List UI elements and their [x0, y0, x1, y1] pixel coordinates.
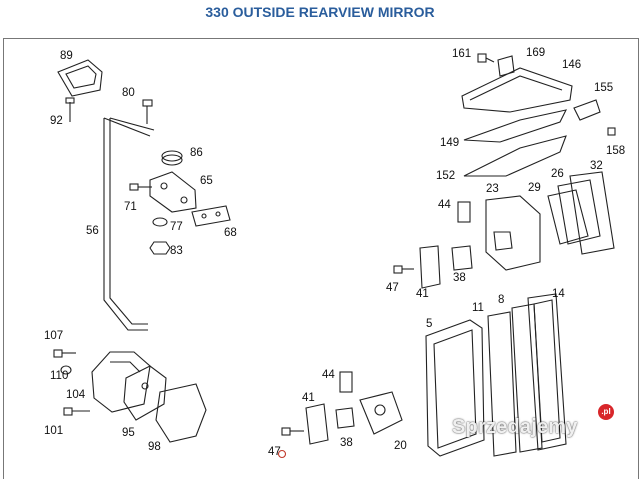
part-20-motor: [359, 391, 403, 435]
part-161-screw: [477, 53, 495, 63]
part-83-nut: [149, 241, 171, 255]
part-47-screw: [393, 265, 414, 274]
part-80-bolt: [142, 99, 153, 124]
part-65-bracket: [149, 171, 197, 213]
diagram-frame: [3, 38, 639, 479]
part-101-screw: [63, 407, 90, 416]
part-169-bracket: [497, 55, 515, 77]
part-5-housing: [425, 319, 485, 457]
part-32-plate: [569, 171, 615, 255]
watermark-badge: .pl: [598, 404, 614, 420]
part-68-plate: [191, 205, 231, 227]
callout-47-lower: 47: [268, 446, 281, 458]
part-77-washer: [152, 217, 168, 227]
part-98-cover: [155, 383, 207, 443]
callout-47-upper: 47: [386, 282, 399, 294]
part-38-clip-lower: [335, 407, 355, 429]
callout-65: 65: [200, 175, 213, 187]
callout-152: 152: [436, 170, 456, 182]
callout-68: 68: [224, 227, 237, 239]
part-44-cylinder-lower: [339, 371, 353, 393]
callout-38-lower: 38: [340, 437, 353, 449]
callout-29: 29: [528, 182, 541, 194]
callout-86: 86: [190, 147, 203, 159]
part-44-cylinder: [457, 201, 471, 223]
callout-26: 26: [551, 168, 564, 180]
part-29-plate: [547, 189, 589, 245]
callout-104: 104: [66, 389, 86, 401]
callout-149: 149: [440, 137, 460, 149]
part-14-frame: [527, 293, 567, 451]
part-8-plate: [511, 303, 543, 453]
part-89-cap: [57, 59, 103, 97]
part-56-rod: [103, 117, 155, 331]
callout-20: 20: [394, 440, 407, 452]
callout-83: 83: [170, 245, 183, 257]
part-41-bracket-lower: [305, 403, 329, 445]
callout-98: 98: [148, 441, 161, 453]
callout-32: 32: [590, 160, 603, 172]
callout-77: 77: [170, 221, 183, 233]
part-92-screw: [65, 97, 75, 122]
part-86-plug: [161, 150, 183, 166]
callout-161: 161: [452, 48, 472, 60]
callout-107: 107: [44, 330, 64, 342]
part-38-clip: [451, 245, 473, 271]
callout-110: 110: [50, 370, 69, 382]
part-95-gasket: [123, 365, 167, 421]
part-158-screw: [607, 127, 616, 136]
part-149-glass: [463, 109, 568, 143]
part-146-trim: [461, 67, 573, 113]
callout-89: 89: [60, 50, 73, 62]
callout-169: 169: [526, 47, 546, 59]
part-11-plate: [487, 311, 517, 457]
callout-11: 11: [472, 302, 484, 314]
part-107-screw: [53, 349, 76, 358]
part-47-screw-lower: [281, 427, 304, 436]
callout-23: 23: [486, 183, 499, 195]
part-152-glass: [463, 135, 567, 177]
callout-41-upper: 41: [416, 288, 429, 300]
callout-44-lower: 44: [322, 369, 335, 381]
part-23-housing: [485, 195, 541, 271]
part-26-plate: [557, 179, 601, 245]
part-71-screw: [129, 183, 152, 191]
part-155-clip: [573, 99, 601, 121]
callout-14: 14: [552, 288, 565, 300]
callout-38-upper: 38: [453, 272, 466, 284]
part-104-base: [91, 351, 151, 413]
callout-71: 71: [124, 201, 137, 213]
watermark-brand: Sprzedajemy: [452, 416, 578, 438]
callout-155: 155: [594, 82, 614, 94]
callout-56: 56: [86, 225, 99, 237]
part-110-washer: [60, 365, 72, 375]
callout-101: 101: [44, 425, 64, 437]
callout-92: 92: [50, 115, 63, 127]
part-41-bracket: [419, 245, 441, 289]
callout-80: 80: [122, 87, 135, 99]
callout-8: 8: [498, 294, 505, 306]
callout-44-upper: 44: [438, 199, 451, 211]
callout-146: 146: [562, 59, 582, 71]
callout-5: 5: [426, 318, 433, 330]
callout-158: 158: [606, 145, 626, 157]
callout-95: 95: [122, 427, 135, 439]
diagram-title: 330 OUTSIDE REARVIEW MIRROR: [205, 4, 435, 20]
callout-41-lower: 41: [302, 392, 315, 404]
marker-circle: [277, 449, 287, 459]
parts-drawing: [53, 53, 616, 459]
